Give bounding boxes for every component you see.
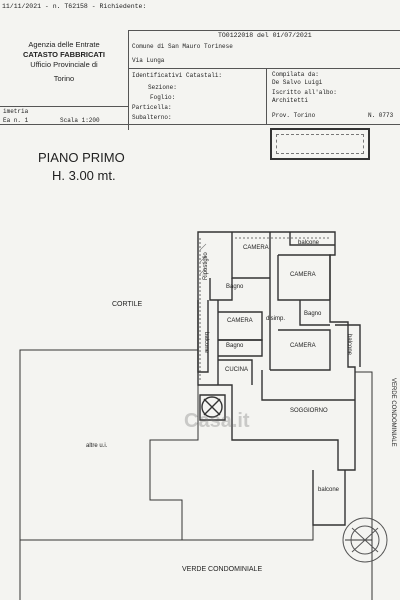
provincia: Prov. Torino — [272, 112, 316, 119]
ufficio-provinciale: Ufficio Provinciale di — [30, 60, 98, 69]
header-divider-left — [128, 30, 129, 130]
planimetria-label: imetria — [3, 108, 29, 115]
catasto-title: CATASTO FABBRICATI — [23, 50, 105, 59]
header-divider-mid — [128, 68, 400, 69]
particella-label: Particella: — [132, 104, 172, 111]
via: Via Lunga — [132, 57, 165, 64]
scheda-sheet: Ea n. 1 — [3, 117, 29, 124]
scheda-ref: TO0122018 del 01/07/2021 — [218, 32, 312, 39]
header-divider-foot — [0, 124, 400, 125]
verde-condominiale-bottom: VERDE CONDOMINIALE — [182, 566, 263, 573]
cortile-label: CORTILE — [112, 301, 143, 308]
room-disimpegno: disimp. — [266, 316, 286, 322]
header-divider-top — [128, 30, 400, 31]
stamp-box — [270, 128, 370, 160]
room-bagno-3: Bagno — [226, 343, 244, 349]
room-camera-1: CAMERA — [243, 245, 269, 251]
room-camera-2: CAMERA — [290, 272, 316, 278]
header-divider-comp — [266, 68, 267, 124]
identificativi-label: Identificativi Catastali: — [132, 72, 223, 79]
numero-iscrizione: N. 0773 — [368, 112, 394, 119]
room-camera-3: CAMERA — [227, 318, 253, 324]
header-top-line: 11/11/2021 - n. T62158 - Richiedente: — [2, 3, 147, 10]
room-balcone-4: balcone — [318, 487, 340, 493]
altre-ui-label: altre u.i. — [86, 443, 108, 449]
foglio-label: Foglio: — [150, 94, 176, 101]
comune: Comune di San Mauro Torinese — [132, 43, 233, 50]
sezione-label: Sezione: — [148, 84, 177, 91]
watermark-text: Casa.it — [184, 410, 250, 432]
room-bagno-1: Bagno — [226, 284, 244, 290]
iscritto-label: Iscritto all'albo: — [272, 89, 337, 96]
room-balcone-1: balcone — [298, 240, 320, 246]
agency-block: Agenzia delle Entrate CATASTO FABBRICATI… — [0, 40, 128, 83]
scala: Scala 1:200 — [60, 117, 100, 124]
subalterno-label: Subalterno: — [132, 114, 172, 121]
room-cucina: CUCINA — [225, 367, 249, 373]
agency-name: Agenzia delle Entrate — [28, 40, 100, 49]
room-camera-4: CAMERA — [290, 343, 316, 349]
compilatore: De Salvo Luigi — [272, 79, 323, 86]
header-divider-bottom — [0, 106, 128, 107]
albo: Architetti — [272, 97, 309, 104]
room-soggiorno: SOGGIORNO — [290, 408, 328, 414]
ufficio-city: Torino — [53, 74, 75, 83]
room-bagno-2: Bagno — [304, 311, 322, 317]
floor-height: H. 3.00 mt. — [52, 168, 116, 183]
floor-title: PIANO PRIMO — [38, 150, 125, 165]
compilata-label: Compilata da: — [272, 71, 319, 78]
